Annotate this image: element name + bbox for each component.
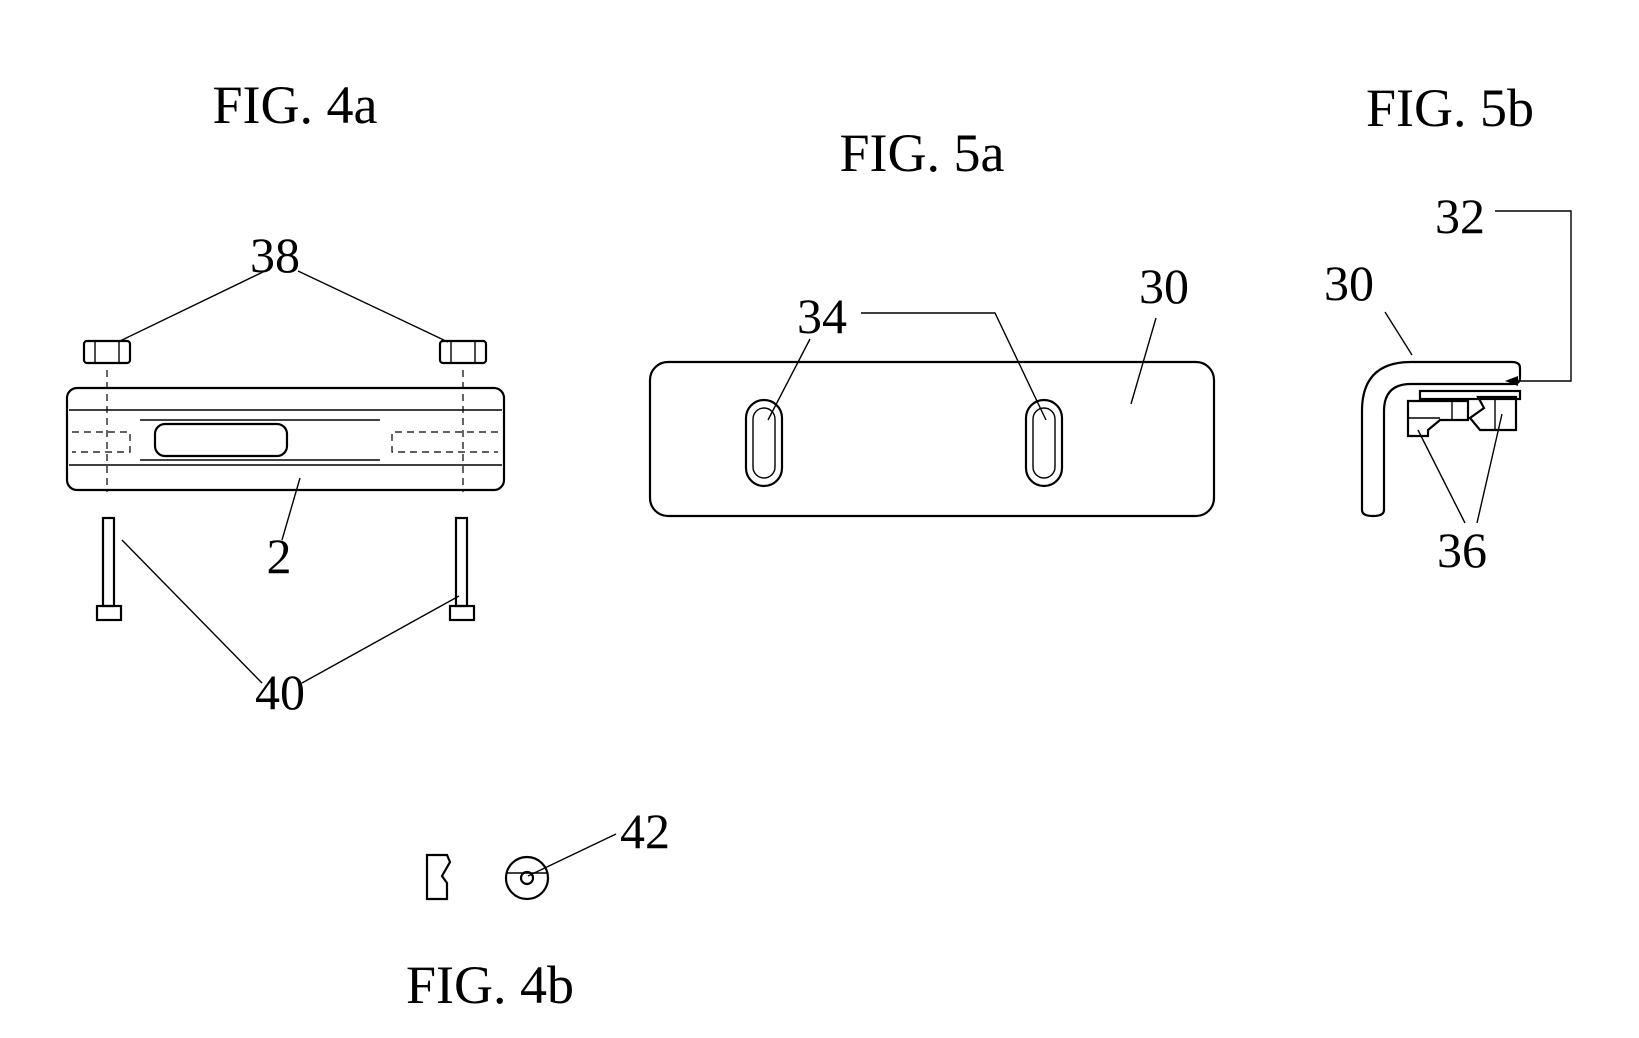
fig-5b-title: FIG. 5b [1366, 78, 1534, 138]
slot-right [1026, 400, 1062, 486]
fig-4b-title: FIG. 4b [406, 955, 574, 1015]
slot-left [746, 400, 782, 486]
ref-2: 2 [267, 528, 292, 584]
ref-30-5b: 30 [1324, 255, 1374, 311]
plate [650, 362, 1214, 516]
mount-parts [1408, 391, 1520, 436]
leader-42 [528, 834, 616, 876]
ref-42: 42 [620, 803, 670, 859]
washer-front-view [506, 857, 548, 899]
ref-38: 38 [250, 227, 300, 283]
nut-left [84, 341, 130, 363]
bolt-left [97, 518, 121, 620]
leader-38-right [298, 271, 448, 342]
fig-4a-title: FIG. 4a [213, 75, 378, 135]
leader-40-right [302, 596, 459, 683]
washer-side-view [427, 855, 450, 899]
figure-4a: FIG. 4a [67, 75, 504, 720]
leader-32 [1495, 211, 1571, 381]
leader-38-left [118, 271, 265, 342]
ref-30-5a: 30 [1139, 258, 1189, 314]
ref-40: 40 [255, 664, 305, 720]
figure-5a: FIG. 5a 34 30 [650, 123, 1214, 516]
leader-34-right [861, 313, 1046, 420]
bolt-right [450, 518, 474, 620]
figure-5b: FIG. 5b 32 30 36 [1324, 78, 1571, 578]
leader-40-left [122, 540, 262, 683]
leader-36-left [1418, 430, 1465, 523]
figure-4b: 42 FIG. 4b [406, 803, 670, 1015]
fig-5a-title: FIG. 5a [840, 123, 1005, 183]
leader-34 [768, 339, 810, 420]
block-body [67, 370, 504, 492]
ref-32: 32 [1435, 188, 1485, 244]
ref-36: 36 [1437, 522, 1487, 578]
ref-34: 34 [797, 288, 847, 344]
leader-30-5b [1385, 312, 1412, 355]
nut-right [440, 341, 486, 363]
